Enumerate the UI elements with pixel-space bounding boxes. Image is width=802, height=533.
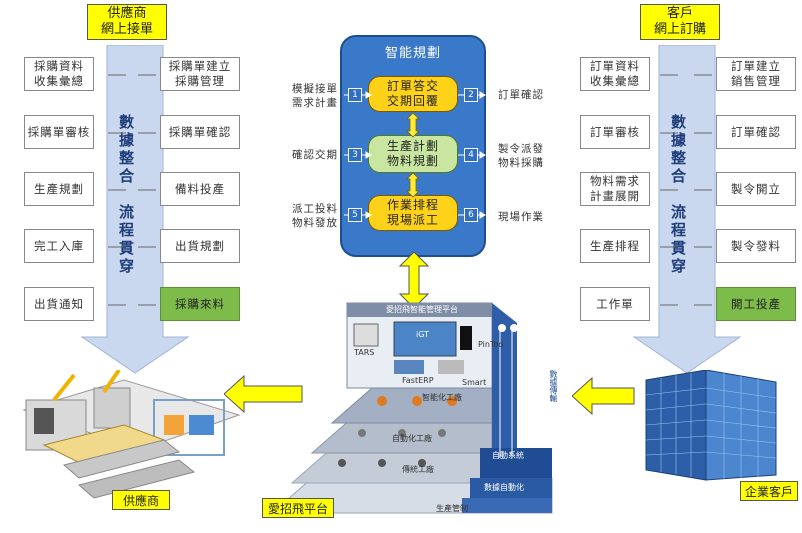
supplier-step-stockin: 完工入庫 (24, 229, 94, 263)
customer-step-mrp: 物料需求 計畫展開 (580, 172, 650, 206)
supplier-bottom-label: 供應商 (112, 490, 170, 510)
pill-production-plan-line1: 生產計劃 (386, 139, 439, 153)
pill-production-plan-line2: 物料規劃 (386, 154, 439, 168)
step-number-1: 1 (348, 88, 362, 102)
supplier-title: 供應商 網上接單 (87, 4, 167, 40)
note-order-confirm-line1: 訂單確認 (498, 89, 544, 101)
brand-igt: iGT (416, 330, 430, 339)
note-dispatch-material-line2: 物料發放 (292, 217, 338, 229)
tier-auto-system: 自動系統 (492, 451, 524, 460)
note-dispatch-material: 派工投料 物料發放 (278, 202, 338, 230)
planning-platform-arrow (398, 252, 430, 308)
enterprise-building-illustration (645, 370, 777, 481)
pill-order-reply-line1: 訂單答交 (386, 79, 439, 93)
pill-order-reply-line2: 交期回覆 (386, 94, 439, 108)
brand-fasterp: FastERP (402, 376, 434, 385)
note-simulate-order-line1: 模擬接單 (292, 83, 338, 95)
supplier-step-receive: 採購來料 (160, 287, 240, 321)
note-simulate-order-line2: 需求計畫 (292, 97, 338, 109)
note-mo-purchase: 製令派發 物料採購 (498, 142, 560, 170)
supplier-step-prepare: 備料投產 (160, 172, 240, 206)
customer-step-mo-issue: 製令開立 (716, 172, 796, 206)
supplier-step-ship-notice: 出貨通知 (24, 287, 94, 321)
customer-title: 客戶 網上訂購 (640, 4, 720, 40)
customer-step-order-create: 訂單建立 銷售管理 (716, 57, 796, 91)
brand-tars: TARS (354, 348, 375, 357)
platform-side-label: 數據傳輸 (549, 370, 558, 402)
note-confirm-date-line1: 確認交期 (292, 149, 338, 161)
customer-step-review: 訂單審核 (580, 115, 650, 149)
step-number-6: 6 (464, 208, 478, 222)
customer-step-schedule: 生產排程 (580, 229, 650, 263)
tier-auto-factory: 自動化工廠 (392, 434, 432, 443)
supplier-band-text: 數據整合 流程貫穿 (117, 114, 135, 276)
platform-bottom-label: 愛招飛平台 (262, 498, 334, 518)
pill-schedule-line1: 作業排程 (386, 198, 439, 212)
step-number-3: 3 (348, 148, 362, 162)
tier-production-control: 生產管制 (436, 504, 468, 513)
note-shopfloor: 現場作業 (498, 210, 560, 224)
platform-illustration (270, 302, 553, 514)
customer-step-mo-material: 製令發料 (716, 229, 796, 263)
note-confirm-date: 確認交期 (278, 148, 338, 162)
step-number-4: 4 (464, 148, 478, 162)
brand-smart: Smart (462, 378, 487, 387)
supplier-step-ship-plan: 出貨規劃 (160, 229, 240, 263)
customer-connectors (660, 74, 712, 306)
supplier-title-line2: 網上接單 (100, 22, 153, 37)
arrow-to-supplier (224, 374, 303, 414)
supplier-step-po-confirm: 採購單確認 (160, 115, 240, 149)
supplier-step-collect: 採購資料 收集彙總 (24, 57, 94, 91)
supplier-step-po-create: 採購單建立 採購管理 (160, 57, 240, 91)
supplier-connectors (108, 74, 156, 306)
customer-band-text: 數據整合 流程貫穿 (669, 114, 687, 276)
tier-data-automation: 數據自動化 (484, 483, 524, 492)
tier-traditional-factory: 傳統工廠 (402, 465, 434, 474)
note-dispatch-material-line1: 派工投料 (292, 203, 338, 215)
note-order-confirm: 訂單確認 (498, 88, 560, 102)
note-mo-purchase-line2: 物料採購 (498, 157, 544, 169)
customer-flow-band (632, 45, 742, 374)
supplier-step-review: 採購單審核 (24, 115, 94, 149)
step-number-5: 5 (348, 208, 362, 222)
customer-step-order-confirm: 訂單確認 (716, 115, 796, 149)
tier-smart-factory: 智能化工廠 (422, 393, 462, 402)
platform-top-label: 愛招飛智能管理平台 (386, 305, 458, 314)
smart-planning-title: 智能規劃 (384, 46, 441, 61)
customer-title-line2: 網上訂購 (653, 22, 706, 37)
customer-step-start-production: 開工投產 (716, 287, 796, 321)
supplier-title-line1: 供應商 (107, 6, 147, 21)
customer-bottom-label: 企業客戶 (740, 481, 798, 501)
note-mo-purchase-line1: 製令派發 (498, 143, 544, 155)
customer-title-line1: 客戶 (666, 6, 693, 21)
smart-planning-arrows (344, 91, 486, 219)
brand-pintoo: PinToo (478, 340, 504, 349)
supplier-factory-illustration (22, 370, 241, 499)
supplier-step-plan: 生產規劃 (24, 172, 94, 206)
pill-order-reply: 訂單答交 交期回覆 (368, 76, 458, 112)
customer-step-workorder: 工作單 (580, 287, 650, 321)
step-number-2: 2 (464, 88, 478, 102)
note-simulate-order: 模擬接單 需求計畫 (278, 82, 338, 110)
customer-step-collect: 訂單資料 收集彙總 (580, 57, 650, 91)
arrow-from-customer (572, 376, 635, 416)
note-shopfloor-line1: 現場作業 (498, 211, 544, 223)
pill-schedule: 作業排程 現場派工 (368, 195, 458, 231)
pill-schedule-line2: 現場派工 (386, 213, 439, 227)
